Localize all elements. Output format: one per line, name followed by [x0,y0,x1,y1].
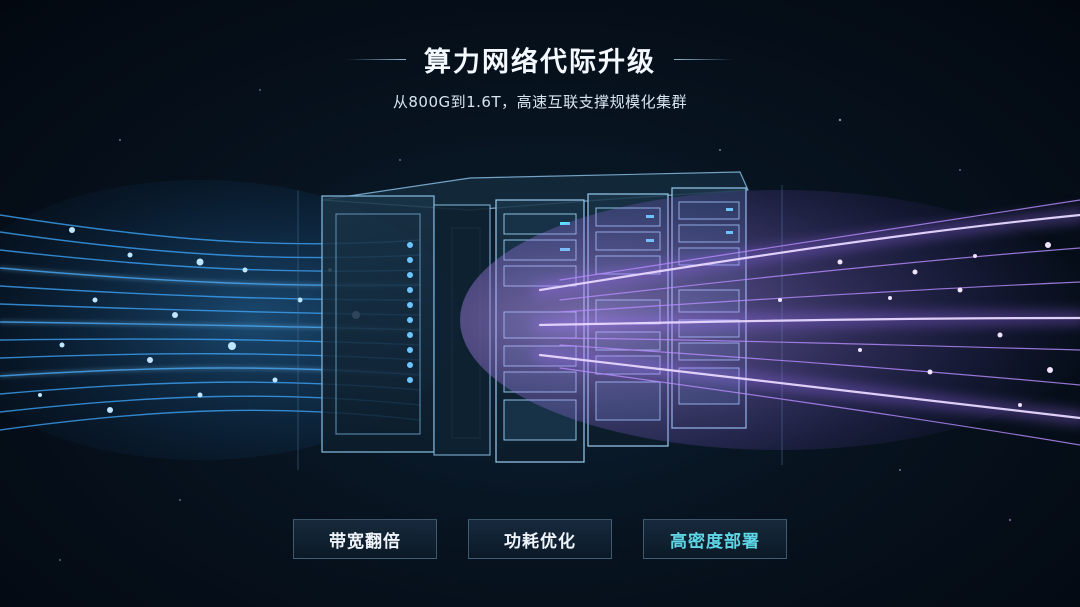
page-subtitle: 从800G到1.6T，高速互联支撑规模化集群 [392,93,688,111]
feature-bandwidth: 带宽翻倍 [293,519,437,559]
feature-density: 高密度部署 [643,519,787,559]
feature-power: 功耗优化 [468,519,612,559]
feature-tags: 带宽翻倍 功耗优化 高密度部署 [0,519,1080,559]
title-row: 算力网络代际升级 [0,40,1080,79]
title-divider-left [346,59,406,60]
purple-light-beams [533,199,1080,446]
title-divider-right [674,59,734,60]
purple-light-dots [778,242,1053,407]
header: 算力网络代际升级 从800G到1.6T，高速互联支撑规模化集群 [0,40,1080,112]
star-field [59,89,1012,561]
page-title: 算力网络代际升级 [424,47,656,78]
